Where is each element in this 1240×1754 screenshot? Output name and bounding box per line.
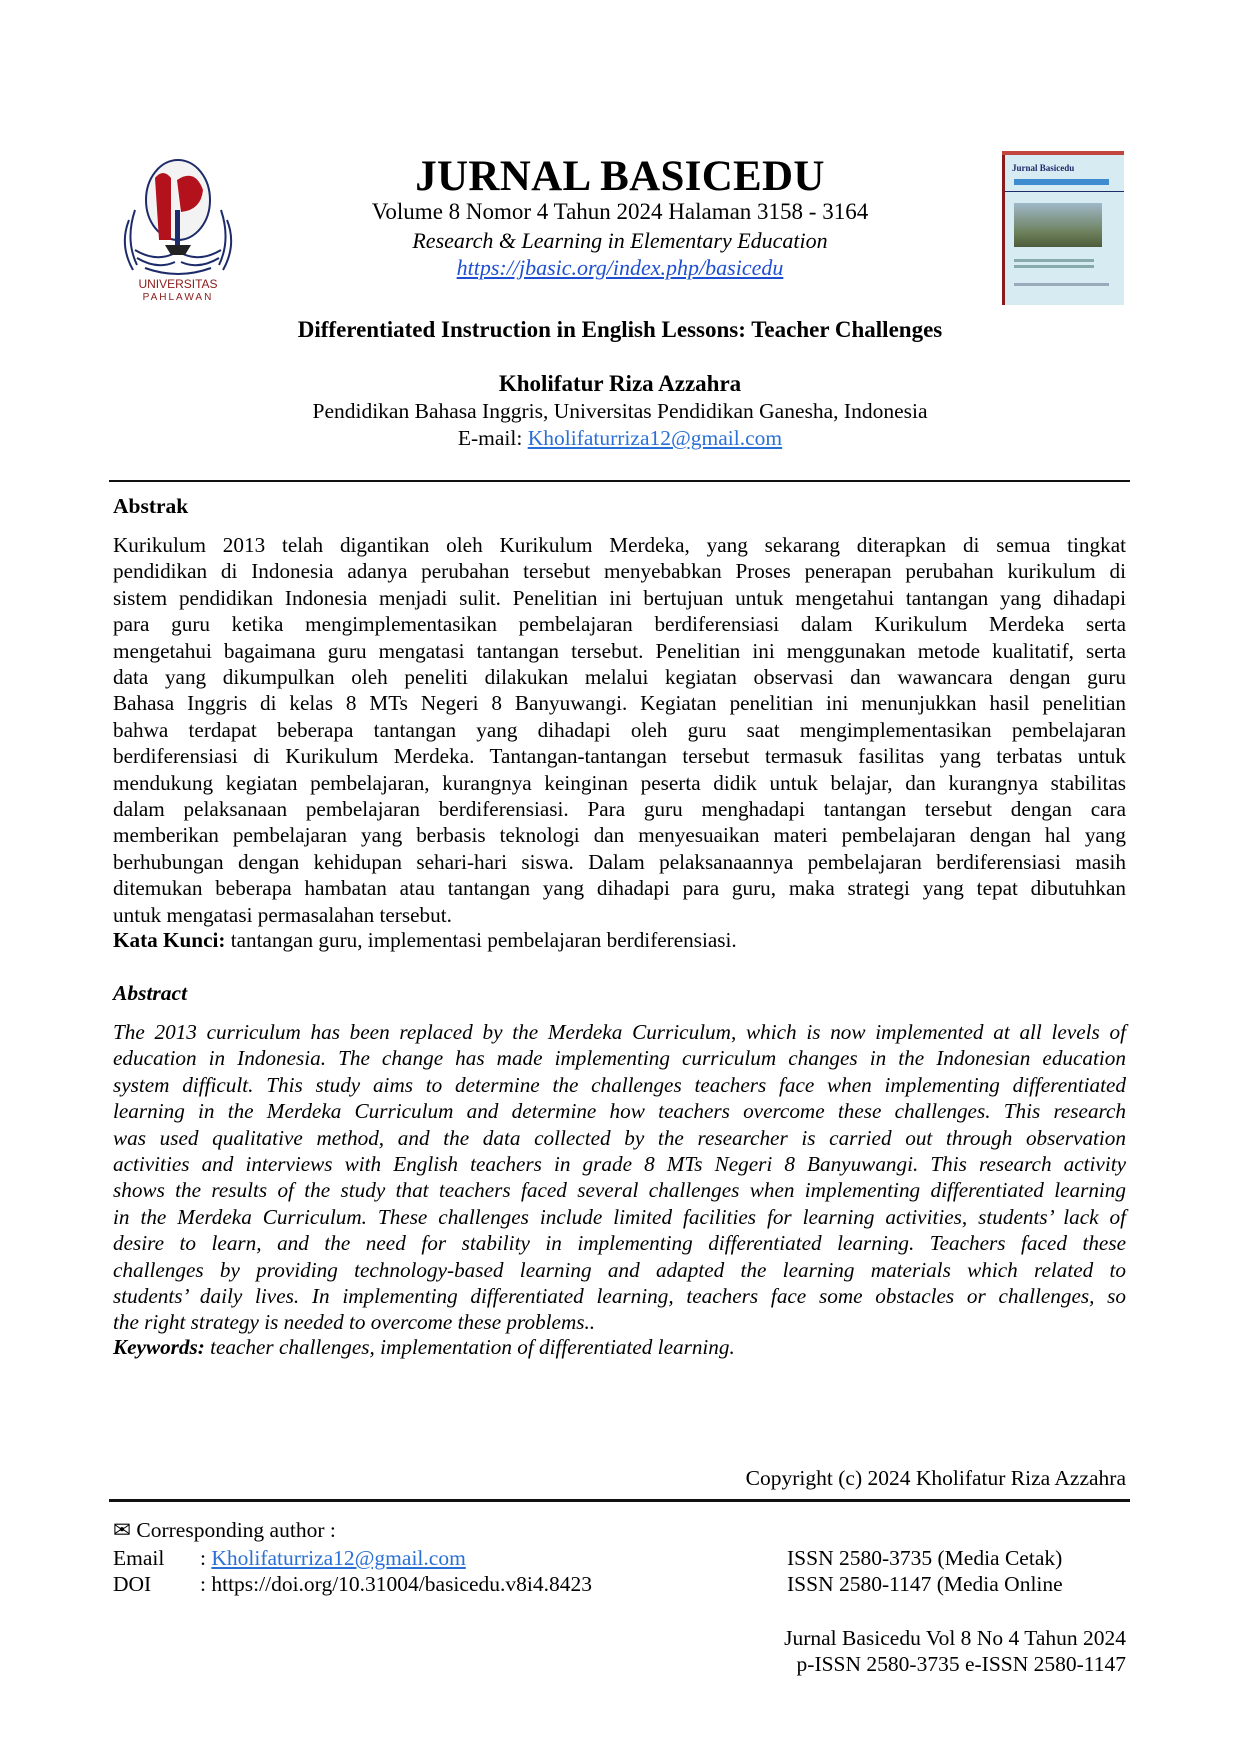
envelope-icon: ✉ xyxy=(113,1518,132,1542)
paragraph-line: the right strategy is needed to overcome… xyxy=(113,1310,596,1335)
paragraph-line: berdiferensiasi di Kurikulum Merdeka. Ta… xyxy=(113,744,1126,769)
paragraph-line: untuk mengatasi permasalahan tersebut. xyxy=(113,902,452,927)
issn-print: ISSN 2580-3735 (Media Cetak) xyxy=(787,1546,1063,1570)
keywords-value: teacher challenges, implementation of di… xyxy=(204,1335,735,1359)
abstrak-heading: Abstrak xyxy=(113,494,189,518)
corresponding-author: ✉ Corresponding author : xyxy=(113,1518,336,1543)
kata-kunci-value: tantangan guru, implementasi pembelajara… xyxy=(225,928,737,952)
email-label: Email xyxy=(113,1546,165,1570)
paragraph-line: bahwa terdapat beberapa tantangan yang d… xyxy=(113,717,1126,742)
kata-kunci: Kata Kunci: tantangan guru, implementasi… xyxy=(113,928,737,953)
corresponding-email-link[interactable]: Kholifaturriza12@gmail.com xyxy=(211,1546,466,1570)
author-name: Kholifatur Riza Azzahra xyxy=(498,371,742,396)
abstrak-body: Kurikulum 2013 telah digantikan oleh Kur… xyxy=(113,532,1126,928)
svg-text:UNIVERSITAS: UNIVERSITAS xyxy=(138,277,217,291)
author-email-link[interactable]: Kholifaturriza12@gmail.com xyxy=(527,426,783,450)
paragraph-line: sistem pendidikan Indonesia menjadi suli… xyxy=(113,585,1126,610)
paragraph-line: berhubungan dengan kehidupan sehari-hari… xyxy=(113,849,1126,874)
issn-online: ISSN 2580-1147 (Media Online xyxy=(787,1572,1063,1596)
header-divider xyxy=(109,480,1130,482)
paragraph-line: pendidikan di Indonesia adanya perubahan… xyxy=(113,559,1126,584)
colon: : xyxy=(200,1546,212,1570)
journal-url-link[interactable]: https://jbasic.org/index.php/basicedu xyxy=(456,255,784,280)
cover-title: Jurnal Basicedu xyxy=(1012,163,1075,173)
abstract-heading: Abstract xyxy=(113,981,188,1005)
paragraph-line: data yang dikumpulkan oleh peneliti dila… xyxy=(113,665,1126,690)
doi-label: DOI xyxy=(113,1572,152,1596)
corresponding-label: Corresponding author : xyxy=(136,1518,336,1542)
abstract-body: The 2013 curriculum has been replaced by… xyxy=(113,1019,1126,1336)
paragraph-line: The 2013 curriculum has been replaced by… xyxy=(113,1020,1126,1044)
doi-value: : https://doi.org/10.31004/basicedu.v8i4… xyxy=(200,1572,592,1596)
university-logo: UNIVERSITAS PAHLAWAN xyxy=(115,150,241,303)
paragraph-line: Bahasa Inggris di kelas 8 MTs Negeri 8 B… xyxy=(113,691,1126,716)
volume-info: Volume 8 Nomor 4 Tahun 2024 Halaman 3158… xyxy=(371,199,869,224)
paragraph-line: in the Merdeka Curriculum. These challen… xyxy=(113,1204,1126,1229)
author-email-line: E-mail: Kholifaturriza12@gmail.com xyxy=(0,426,1240,451)
keywords-label: Keywords: xyxy=(113,1335,205,1359)
paragraph-line: para guru ketika mengimplementasikan pem… xyxy=(113,612,1126,637)
keywords: Keywords: teacher challenges, implementa… xyxy=(113,1335,735,1360)
paragraph-line: shows the results of the study that teac… xyxy=(113,1178,1126,1203)
author-affiliation: Pendidikan Bahasa Inggris, Universitas P… xyxy=(312,399,928,423)
kata-kunci-label: Kata Kunci: xyxy=(113,928,226,952)
journal-title: JURNAL BASICEDU xyxy=(415,153,825,200)
footer-divider xyxy=(109,1499,1130,1502)
paragraph-line: desire to learn, and the need for stabil… xyxy=(113,1231,1126,1256)
paragraph-line: was used qualitative method, and the dat… xyxy=(113,1125,1126,1150)
journal-cover-image: Jurnal Basicedu xyxy=(1002,151,1124,305)
paragraph-line: challenges by providing technology-based… xyxy=(113,1257,1126,1282)
paragraph-line: dalam pelaksanaan pembelajaran berdifere… xyxy=(113,797,1126,822)
journal-subtitle: Research & Learning in Elementary Educat… xyxy=(412,228,828,253)
paragraph-line: students’ daily lives. In implementing d… xyxy=(113,1284,1126,1309)
paragraph-line: memberikan pembelajaran yang berbasis te… xyxy=(113,823,1126,848)
paragraph-line: mengetahui bagaimana guru mengatasi tant… xyxy=(113,638,1126,663)
journal-footer-line: Jurnal Basicedu Vol 8 No 4 Tahun 2024 xyxy=(784,1626,1126,1650)
issn-footer-line: p-ISSN 2580-3735 e-ISSN 2580-1147 xyxy=(796,1652,1126,1676)
paragraph-line: activities and interviews with English t… xyxy=(113,1152,1126,1177)
copyright: Copyright (c) 2024 Kholifatur Riza Azzah… xyxy=(745,1466,1126,1490)
article-title: Differentiated Instruction in English Le… xyxy=(297,317,943,342)
paragraph-line: Kurikulum 2013 telah digantikan oleh Kur… xyxy=(113,533,1126,557)
svg-text:PAHLAWAN: PAHLAWAN xyxy=(143,292,214,302)
paragraph-line: mendukung kegiatan pembelajaran, kurangn… xyxy=(113,770,1126,795)
email-label: E-mail: xyxy=(457,426,528,450)
paragraph-line: education in Indonesia. The change has m… xyxy=(113,1046,1126,1071)
email-row: : Kholifaturriza12@gmail.com xyxy=(200,1546,466,1571)
paragraph-line: ditemukan beberapa hambatan atau tantang… xyxy=(113,876,1126,901)
paragraph-line: system difficult. This study aims to det… xyxy=(113,1072,1126,1097)
paragraph-line: learning in the Merdeka Curriculum and d… xyxy=(113,1099,1126,1124)
